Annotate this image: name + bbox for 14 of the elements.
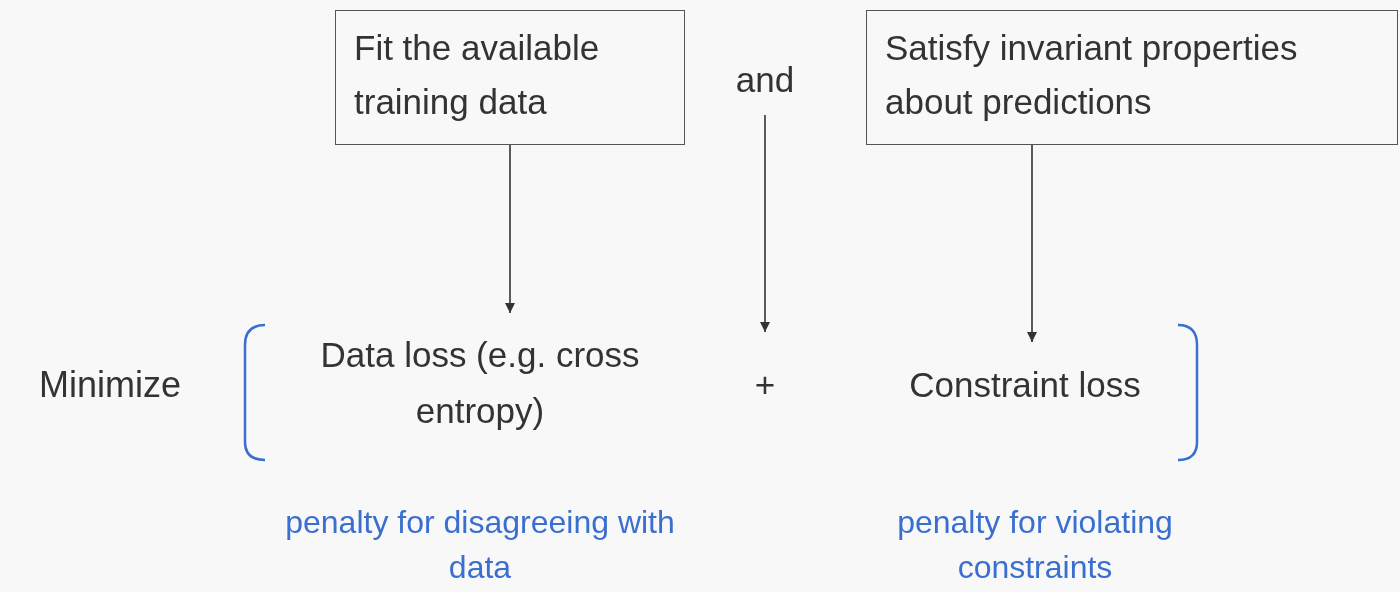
loss-term: Data loss (e.g. cross entropy) <box>260 327 700 439</box>
arrow <box>1027 144 1037 343</box>
annotation-text: penalty for violating constraints <box>896 503 1174 587</box>
objective-label: Minimize <box>38 363 182 407</box>
process-box <box>335 10 685 145</box>
loss-term: Constraint loss <box>860 357 1190 413</box>
arrow <box>760 114 770 333</box>
box-text: Fit the available training data <box>354 27 601 124</box>
process-box <box>866 10 1398 145</box>
box-text: Satisfy invariant properties about predictions <box>885 27 1299 124</box>
annotation-text: penalty for disagreeing with data <box>284 503 676 587</box>
arrow <box>505 144 515 314</box>
connector-word: and <box>710 52 820 108</box>
plus-sign: + <box>735 357 795 413</box>
